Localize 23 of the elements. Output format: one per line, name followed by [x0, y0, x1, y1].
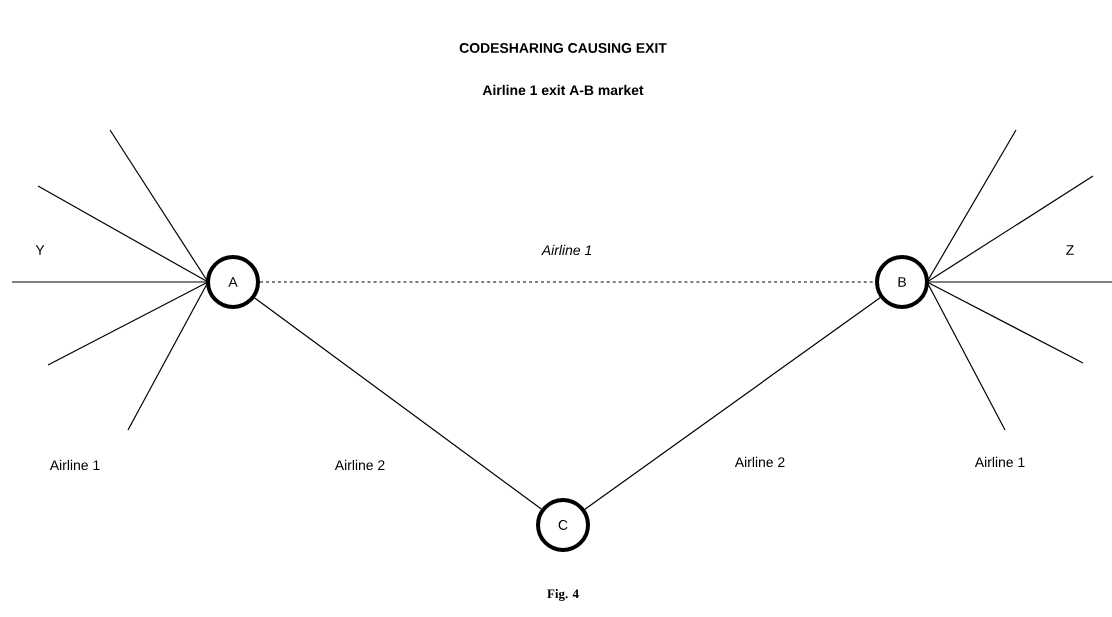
line: [11, 281, 209, 283]
line: [926, 281, 1084, 364]
region-label: Z: [1066, 245, 1074, 255]
edge-label: Airline 1: [539, 242, 595, 258]
airline-label: Airline 1: [974, 456, 1025, 468]
line: [37, 185, 209, 283]
edge-label: Airline 2: [732, 454, 788, 470]
airline-label: Airline 1: [49, 459, 100, 471]
line: [254, 297, 542, 510]
line: [926, 175, 1094, 283]
line: [259, 281, 876, 283]
line: [926, 281, 1006, 431]
line: [109, 129, 209, 283]
edge-label: Airline 2: [332, 457, 388, 473]
region-label: Y: [35, 245, 45, 255]
line: [926, 281, 1112, 283]
line: [584, 297, 881, 510]
subtitle: Airline 1 exit A-B market: [482, 84, 644, 96]
caption: Fig. 4: [547, 589, 579, 601]
line: [926, 129, 1017, 283]
line: [127, 281, 209, 431]
line: [47, 281, 209, 366]
title: CODESHARING CAUSING EXIT: [459, 43, 667, 53]
